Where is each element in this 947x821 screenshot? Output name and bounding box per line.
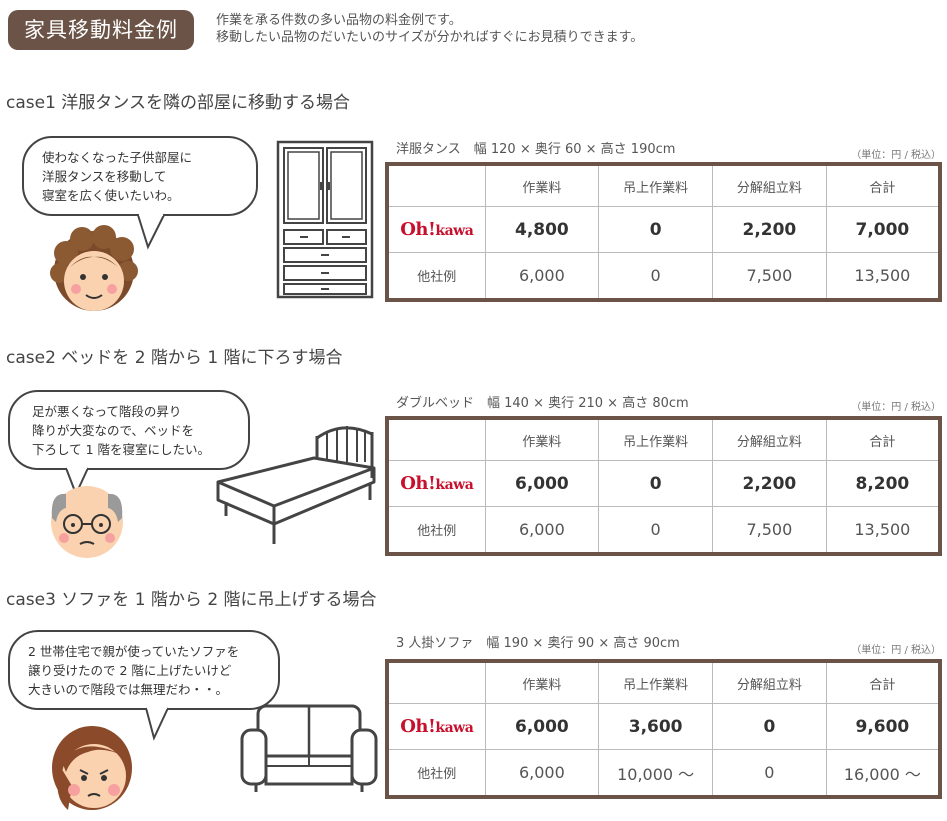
bed-icon (216, 426, 376, 544)
case1-bubble-tail (137, 211, 165, 250)
table-header-row: 作業料 吊上作業料 分解組立料 合計 (386, 660, 941, 704)
header-cell-assembly: 分解組立料 (712, 660, 827, 704)
table-row-ohkawa: Oh!kawa 6,000 3,600 0 9,600 (386, 703, 941, 750)
case3-title: case3 ソファを 1 階から 2 階に吊上げする場合 (6, 590, 377, 610)
table-cell: 0 (598, 252, 713, 301)
table-cell: 0 (598, 460, 713, 507)
case3-bubble-line-1: 2 世帯住宅で親が使っていたソファを (28, 644, 240, 659)
header-cell-empty (386, 417, 486, 461)
other-company-label: 他社例 (386, 749, 486, 798)
table-row-other: 他社例 6,000 10,000 〜 0 16,000 〜 (386, 749, 941, 798)
case2-unit-note: （単位：円 / 税込） (851, 402, 941, 413)
case1-bubble-line-3: 寝室を広く使いたいわ。 (42, 188, 180, 203)
header-cell-hoisting: 吊上作業料 (598, 417, 713, 461)
section-badge: 家具移動料金例 (8, 10, 194, 50)
table-cell: 0 (598, 506, 713, 555)
table-cell: 6,000 (484, 460, 600, 507)
table-header-row: 作業料 吊上作業料 分解組立料 合計 (386, 163, 941, 207)
case1-price-table: 作業料 吊上作業料 分解組立料 合計 Oh!kawa 4,800 0 2,200… (385, 162, 942, 302)
table-row-other: 他社例 6,000 0 7,500 13,500 (386, 506, 941, 555)
intro-line-2: 移動したい品物のだいたいのサイズが分かればすぐにお見積りできます。 (216, 30, 644, 45)
other-company-label: 他社例 (386, 252, 486, 301)
table-cell: 2,200 (712, 206, 827, 253)
case1-speech-bubble: 使わなくなった子供部屋に 洋服タンスを移動して 寝室を広く使いたいわ。 (22, 136, 258, 216)
table-cell: 8,200 (825, 460, 941, 507)
other-company-label: 他社例 (386, 506, 486, 555)
case2-bubble-line-1: 足が悪くなって階段の昇り (32, 404, 182, 419)
case2-bubble-line-3: 下ろして 1 階を寝室にしたい。 (32, 442, 211, 457)
case2-bubble-line-2: 降りが大変なので、ベッドを (32, 423, 195, 438)
case3-bubble-tail (145, 704, 169, 741)
case3-price-table: 作業料 吊上作業料 分解組立料 合計 Oh!kawa 6,000 3,600 0… (385, 659, 942, 799)
header-cell-labor: 作業料 (484, 660, 600, 704)
table-cell: 13,500 (825, 506, 941, 555)
header-cell-total: 合計 (825, 163, 941, 207)
case2-spec: ダブルベッド 幅 140 × 奥行 210 × 高さ 80cm (396, 396, 689, 411)
table-cell: 4,800 (484, 206, 600, 253)
case3-bubble-line-2: 譲り受けたので 2 階に上げたいけど (28, 663, 232, 678)
case3-bubble-line-3: 大きいので階段では無理だわ・・。 (28, 682, 229, 697)
table-header-row: 作業料 吊上作業料 分解組立料 合計 (386, 417, 941, 461)
table-cell: 10,000 〜 (598, 749, 713, 798)
header-cell-empty (386, 163, 486, 207)
table-cell: 2,200 (712, 460, 827, 507)
table-cell: 6,000 (484, 252, 600, 301)
table-cell: 7,500 (712, 506, 827, 555)
table-cell: 6,000 (484, 506, 600, 555)
table-row-other: 他社例 6,000 0 7,500 13,500 (386, 252, 941, 301)
case1-spec: 洋服タンス 幅 120 × 奥行 60 × 高さ 190cm (396, 142, 676, 157)
case2-speech-bubble: 足が悪くなって階段の昇り 降りが大変なので、ベッドを 下ろして 1 階を寝室にし… (8, 390, 250, 470)
case1-bubble-line-2: 洋服タンスを移動して (42, 169, 167, 184)
table-cell: 0 (598, 206, 713, 253)
header-cell-assembly: 分解組立料 (712, 163, 827, 207)
ohkawa-logo: Oh!kawa (386, 703, 486, 750)
case1-bubble-line-1: 使わなくなった子供部屋に (42, 150, 193, 165)
table-cell: 3,600 (598, 703, 713, 750)
header-cell-total: 合計 (825, 660, 941, 704)
header-cell-total: 合計 (825, 417, 941, 461)
header-cell-labor: 作業料 (484, 163, 600, 207)
case1-title: case1 洋服タンスを隣の部屋に移動する場合 (6, 93, 350, 113)
header-cell-hoisting: 吊上作業料 (598, 660, 713, 704)
case3-unit-note: （単位：円 / 税込） (851, 645, 941, 656)
sofa-icon (240, 704, 378, 792)
header-cell-labor: 作業料 (484, 417, 600, 461)
ohkawa-logo: Oh!kawa (386, 206, 486, 253)
elderly-man-icon (51, 486, 123, 558)
table-cell: 6,000 (484, 703, 600, 750)
table-cell: 0 (712, 749, 827, 798)
case2-price-table: 作業料 吊上作業料 分解組立料 合計 Oh!kawa 6,000 0 2,200… (385, 416, 942, 556)
table-cell: 6,000 (484, 749, 600, 798)
table-row-ohkawa: Oh!kawa 4,800 0 2,200 7,000 (386, 206, 941, 253)
case3-speech-bubble: 2 世帯住宅で親が使っていたソファを 譲り受けたので 2 階に上げたいけど 大き… (8, 630, 280, 710)
table-row-ohkawa: Oh!kawa 6,000 0 2,200 8,200 (386, 460, 941, 507)
header-cell-empty (386, 660, 486, 704)
table-cell: 7,000 (825, 206, 941, 253)
case1-unit-note: （単位：円 / 税込） (851, 150, 941, 161)
intro-line-1: 作業を承る件数の多い品物の料金例です。 (216, 13, 462, 28)
table-cell: 13,500 (825, 252, 941, 301)
case3-spec: 3 人掛ソファ 幅 190 × 奥行 90 × 高さ 90cm (396, 636, 680, 651)
ohkawa-logo: Oh!kawa (386, 460, 486, 507)
table-cell: 9,600 (825, 703, 941, 750)
header-cell-assembly: 分解組立料 (712, 417, 827, 461)
case2-title: case2 ベッドを 2 階から 1 階に下ろす場合 (6, 348, 343, 368)
table-cell: 7,500 (712, 252, 827, 301)
table-cell: 16,000 〜 (825, 749, 941, 798)
young-woman-icon (52, 726, 132, 810)
curly-hair-woman-icon (50, 225, 138, 311)
wardrobe-icon (276, 140, 374, 299)
header-cell-hoisting: 吊上作業料 (598, 163, 713, 207)
table-cell: 0 (712, 703, 827, 750)
intro-text: 作業を承る件数の多い品物の料金例です。 移動したい品物のだいたいのサイズが分かれ… (216, 12, 643, 46)
